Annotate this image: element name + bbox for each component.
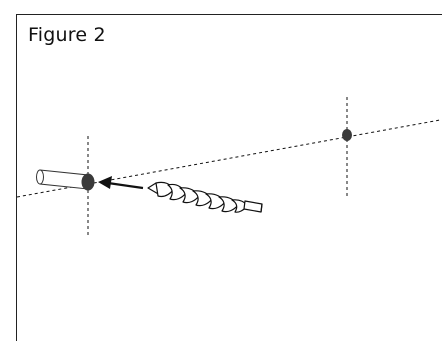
wall-anchor [36, 169, 89, 190]
figure-frame [16, 14, 442, 341]
left-hole-dot [81, 173, 95, 191]
drill-bit [147, 181, 263, 213]
figure-title: Figure 2 [28, 24, 106, 46]
direction-arrow [98, 176, 144, 190]
right-hole-dot [342, 129, 352, 141]
